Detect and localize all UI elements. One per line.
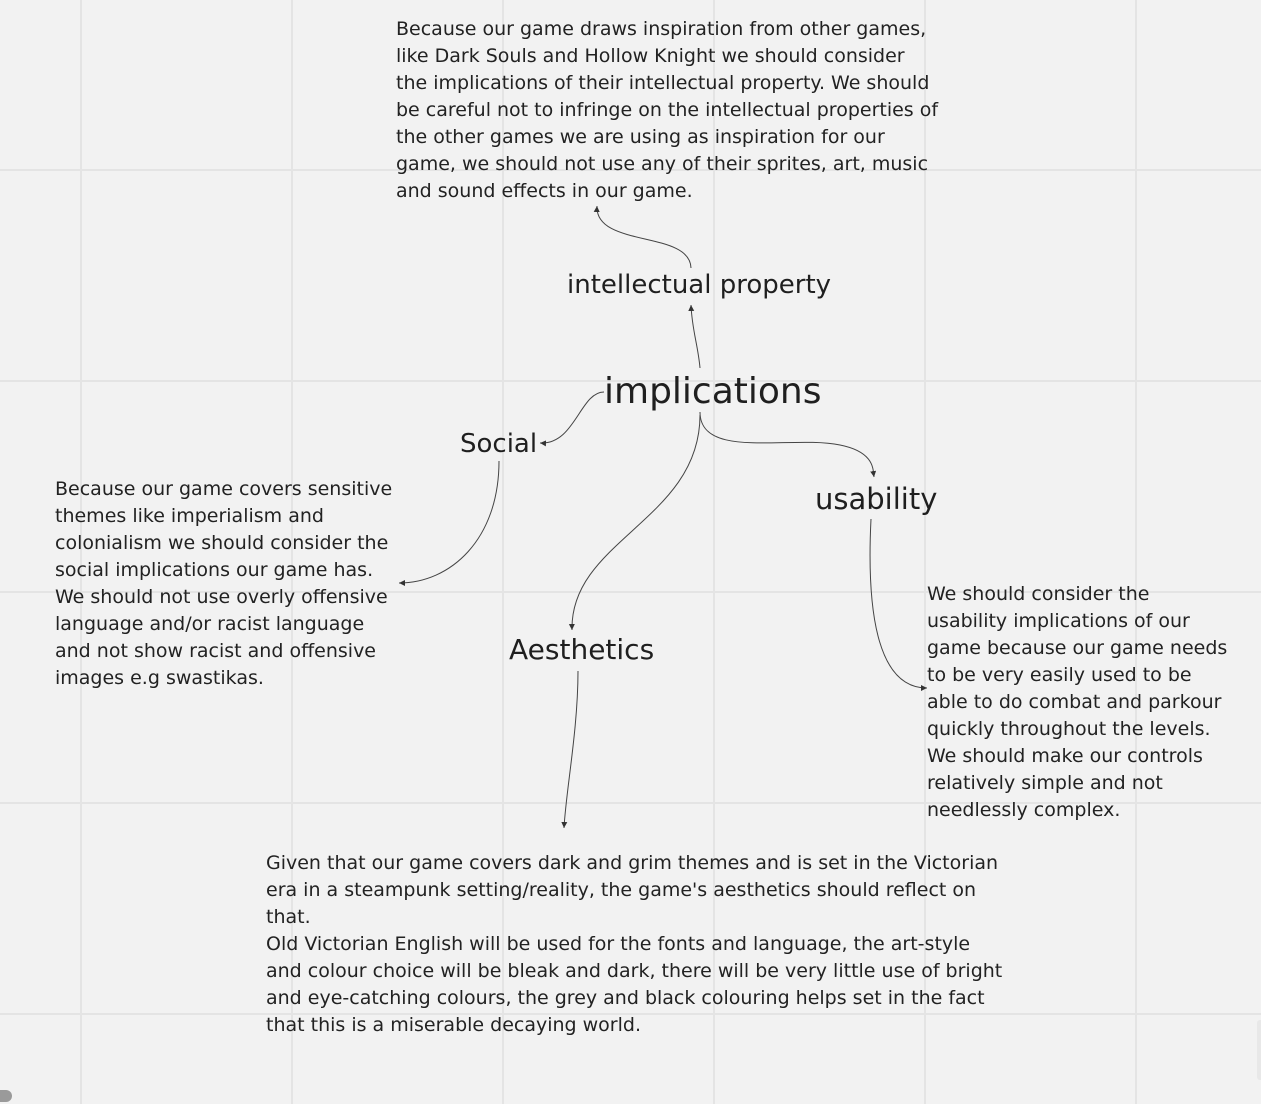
note-usability[interactable]: We should consider the usability implica… bbox=[927, 583, 1228, 821]
connector-central-to-usability bbox=[699, 411, 877, 478]
note-social[interactable]: Because our game covers sensitive themes… bbox=[55, 478, 393, 689]
note-aesthetics-paragraph-1: Given that our game covers dark and grim… bbox=[266, 852, 999, 928]
connector-central-to-ip bbox=[688, 304, 701, 369]
note-aesthetics-paragraph-2: Old Victorian English will be used for t… bbox=[266, 933, 1003, 1036]
branch-node-usability[interactable]: usability bbox=[815, 482, 938, 516]
branch-node-intellectual-property[interactable]: intellectual property bbox=[567, 270, 832, 300]
note-intellectual-property[interactable]: Because our game draws inspiration from … bbox=[396, 18, 939, 202]
connector-social-to-note bbox=[398, 460, 500, 586]
connector-central-to-aesthetics bbox=[568, 414, 701, 631]
scroll-handle[interactable] bbox=[0, 1090, 12, 1102]
connector-central-to-social bbox=[539, 391, 605, 447]
branch-node-social[interactable]: Social bbox=[460, 429, 538, 459]
side-panel-tab[interactable] bbox=[1257, 1020, 1261, 1080]
note-aesthetics[interactable]: Given that our game covers dark and grim… bbox=[266, 850, 1006, 1039]
central-node-implications[interactable]: implications bbox=[604, 371, 822, 412]
connector-usability-to-note bbox=[869, 518, 928, 691]
connector-aesthetics-to-note bbox=[561, 670, 579, 829]
connector-ip-to-note bbox=[593, 205, 692, 269]
branch-node-aesthetics[interactable]: Aesthetics bbox=[509, 633, 655, 666]
